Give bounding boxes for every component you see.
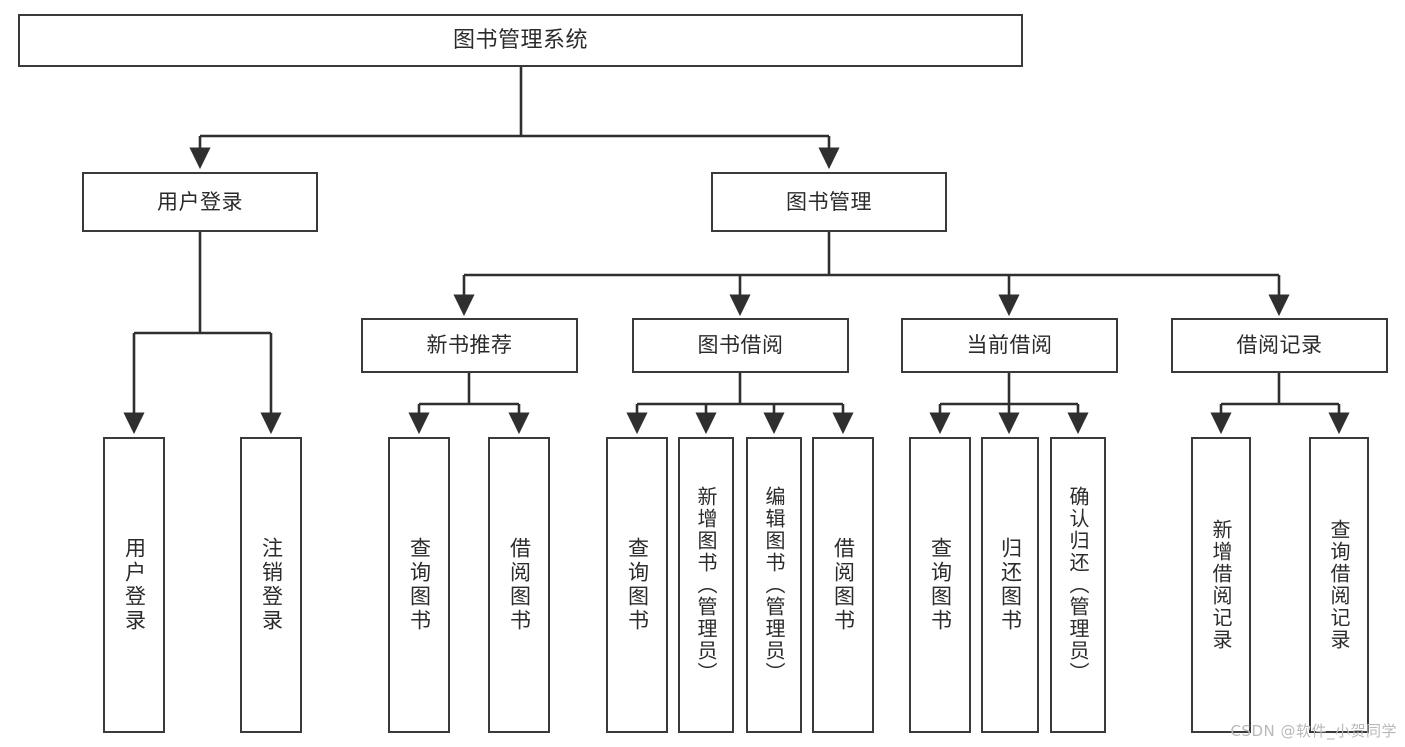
node-label: 借阅记录 [1236, 333, 1323, 358]
leaf-book-borrow-query-book[interactable]: 查询图书 [606, 437, 668, 733]
leaf-current-borrow-return-book[interactable]: 归还图书 [981, 437, 1039, 733]
node-label: 编辑图书（管理员） [762, 486, 786, 684]
leaf-new-book-query-book[interactable]: 查询图书 [388, 437, 450, 733]
node-new-book-recommend[interactable]: 新书推荐 [361, 318, 578, 373]
leaf-borrow-record-add-record[interactable]: 新增借阅记录 [1191, 437, 1251, 733]
leaf-borrow-record-query-record[interactable]: 查询借阅记录 [1309, 437, 1369, 733]
node-label: 查询借阅记录 [1327, 519, 1351, 651]
node-label: 借阅图书 [507, 537, 532, 633]
node-root-book-management-system[interactable]: 图书管理系统 [18, 14, 1023, 67]
node-label: 新增借阅记录 [1209, 519, 1233, 651]
node-label: 图书管理 [786, 189, 872, 214]
node-label: 查询图书 [928, 537, 953, 633]
watermark-text: CSDN @软件_小贺同学 [1230, 722, 1397, 740]
leaf-current-borrow-confirm-return-admin[interactable]: 确认归还（管理员） [1050, 437, 1106, 733]
node-label: 借阅图书 [831, 537, 856, 633]
node-label: 确认归还（管理员） [1066, 486, 1090, 684]
node-current-borrow[interactable]: 当前借阅 [901, 318, 1118, 373]
node-label: 查询图书 [407, 537, 432, 633]
node-label: 注销登录 [259, 537, 284, 633]
node-label: 查询图书 [625, 537, 650, 633]
leaf-book-borrow-add-book-admin[interactable]: 新增图书（管理员） [678, 437, 734, 733]
node-label: 图书管理系统 [452, 27, 588, 53]
node-label: 用户登录 [122, 537, 147, 633]
leaf-current-borrow-query-book[interactable]: 查询图书 [909, 437, 971, 733]
node-label: 新书推荐 [426, 333, 513, 358]
leaf-book-borrow-edit-book-admin[interactable]: 编辑图书（管理员） [746, 437, 802, 733]
leaf-book-borrow-borrow-book[interactable]: 借阅图书 [812, 437, 874, 733]
node-book-borrow[interactable]: 图书借阅 [632, 318, 849, 373]
node-label: 归还图书 [998, 537, 1023, 633]
leaf-user-login-logout[interactable]: 注销登录 [240, 437, 302, 733]
node-borrow-record[interactable]: 借阅记录 [1171, 318, 1388, 373]
node-label: 当前借阅 [966, 333, 1053, 358]
leaf-new-book-borrow-book[interactable]: 借阅图书 [488, 437, 550, 733]
node-label: 新增图书（管理员） [694, 486, 718, 684]
node-label: 图书借阅 [697, 333, 784, 358]
leaf-user-login-login[interactable]: 用户登录 [103, 437, 165, 733]
node-book-management[interactable]: 图书管理 [711, 172, 947, 232]
node-label: 用户登录 [157, 189, 243, 214]
node-user-login[interactable]: 用户登录 [82, 172, 318, 232]
